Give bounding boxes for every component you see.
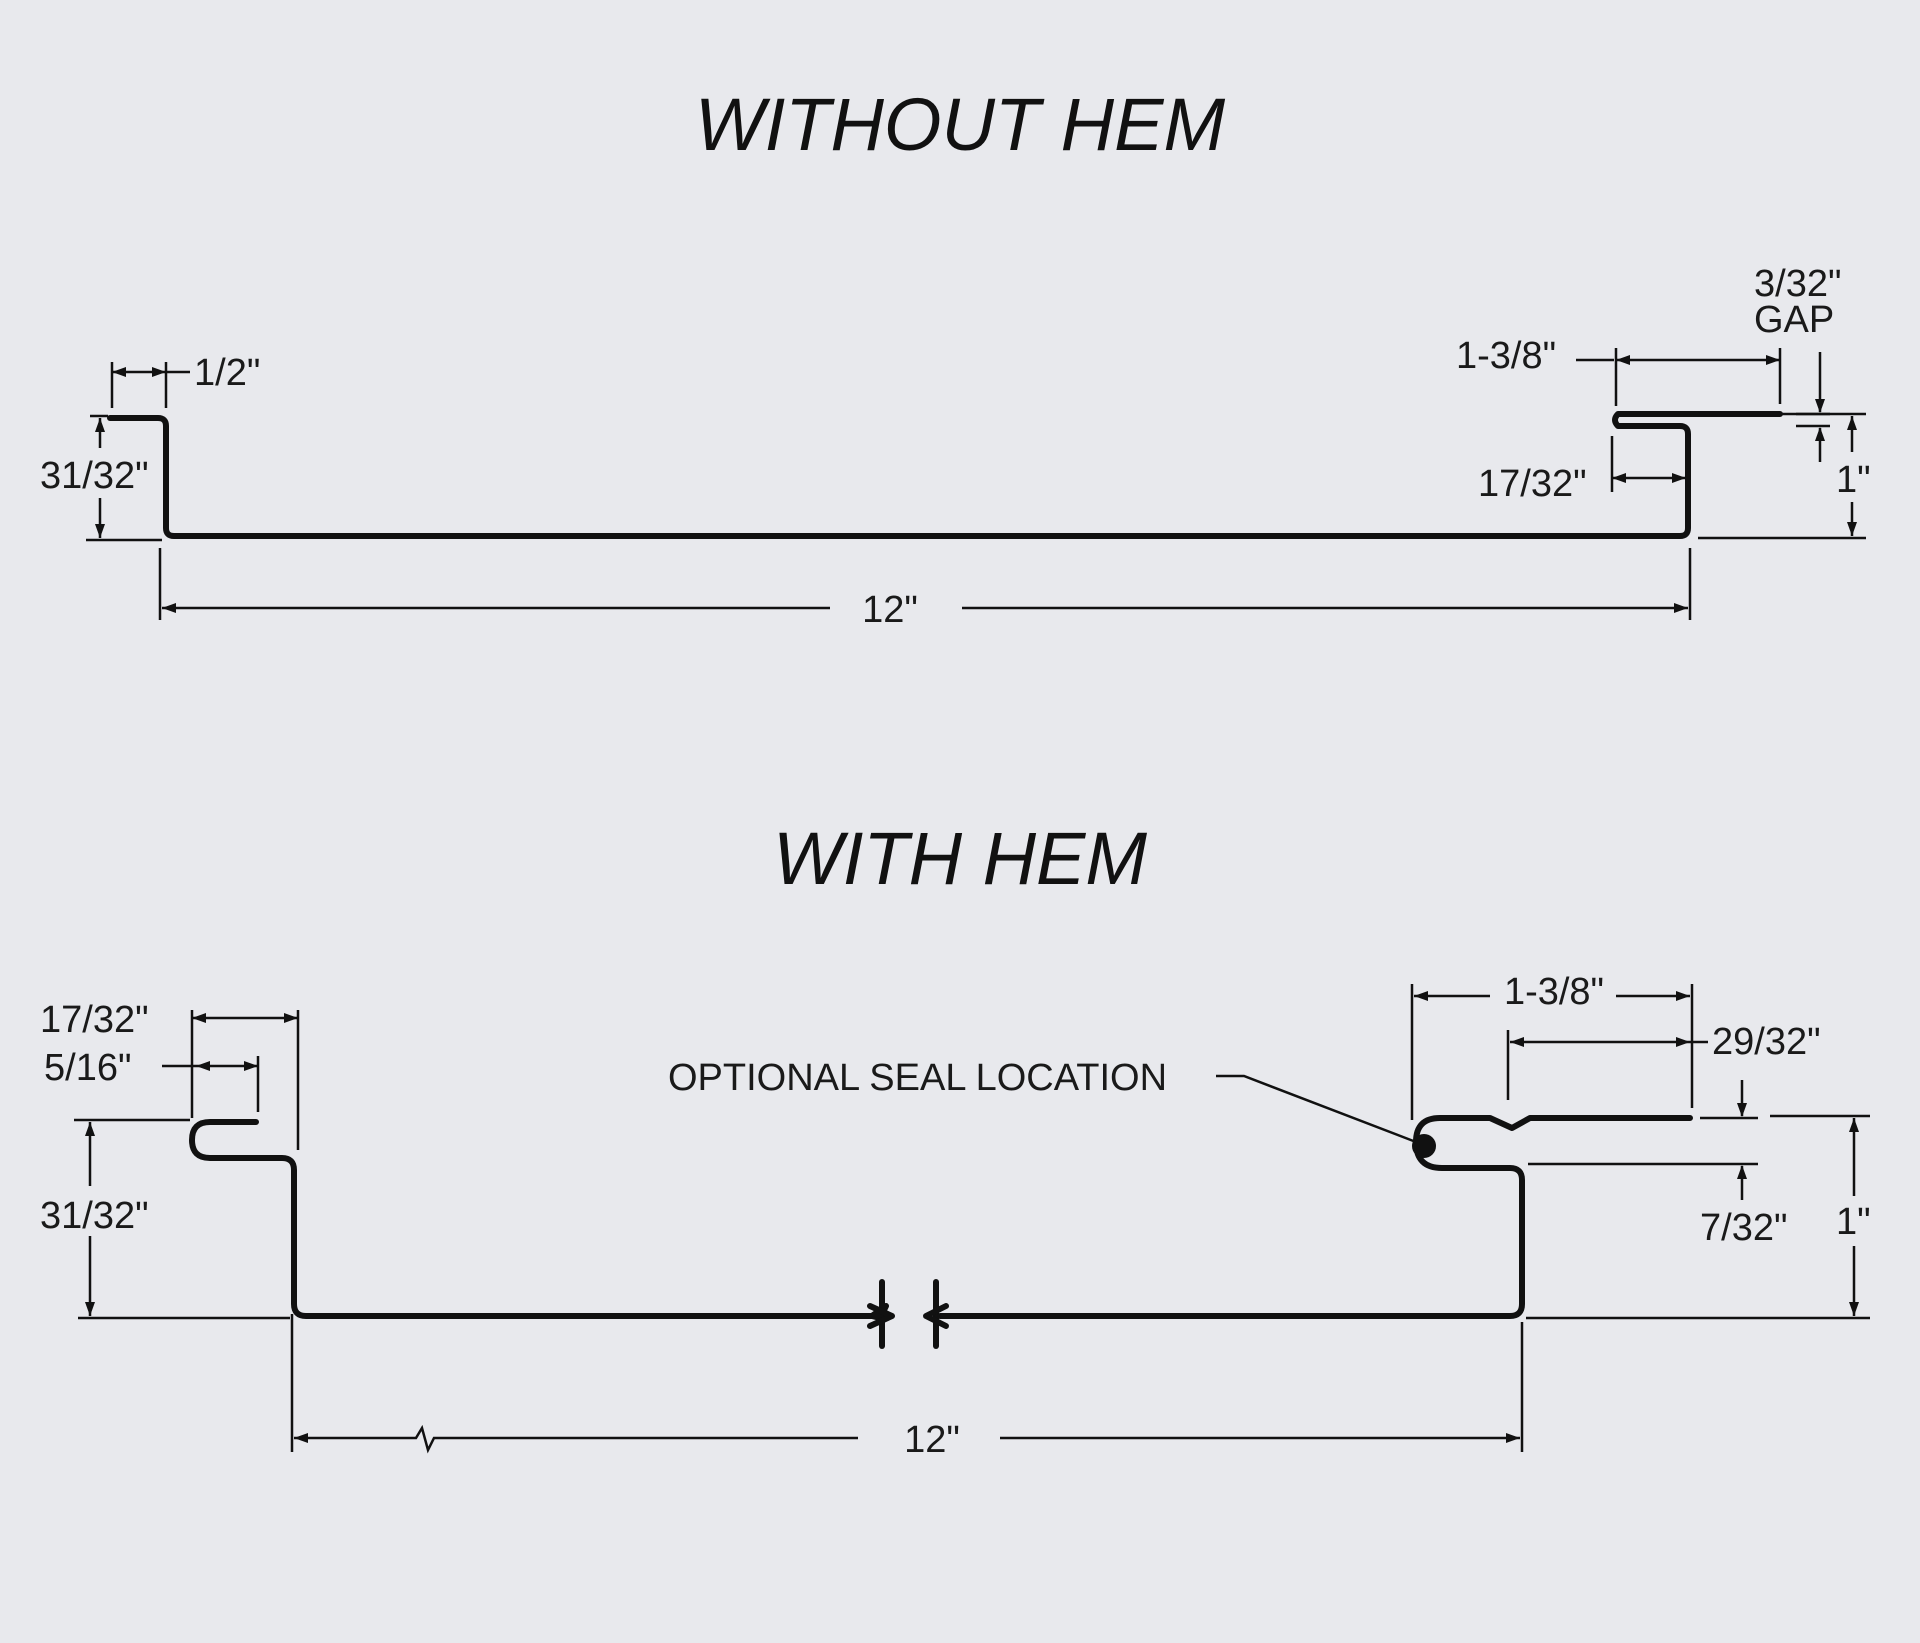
without-hem-leg-width-dim: 1/2"	[110, 352, 260, 408]
without-hem-section: WITHOUT HEM 1/2" 31/32"	[40, 83, 1871, 631]
with-hem-title: WITH HEM	[773, 817, 1147, 900]
with-hem-panel-width-dim: 12"	[290, 1314, 1524, 1461]
with-hem-break-symbol	[867, 1279, 949, 1349]
with-hem-section: WITH HEM 17/32" 5/16"	[40, 817, 1871, 1461]
with-hem-profile-left	[189, 1119, 889, 1321]
without-hem-gap-dim: 3/32" GAP	[1754, 263, 1841, 462]
without-hem-right-inner-dim: 17/32"	[1478, 436, 1686, 505]
seal-dot-icon	[1412, 1134, 1436, 1158]
with-hem-left-top-dim: 17/32"	[40, 999, 300, 1150]
without-hem-panel-width-dim: 12"	[158, 548, 1692, 631]
with-hem-right-gap-dim: 7/32"	[1528, 1080, 1787, 1249]
with-hem-right-height-label: 1"	[1836, 1201, 1871, 1243]
without-hem-profile	[107, 411, 1783, 539]
with-hem-seal-label: OPTIONAL SEAL LOCATION	[668, 1057, 1167, 1099]
with-hem-left-hem-dim: 5/16"	[44, 1047, 260, 1112]
without-hem-gap-value: 3/32"	[1754, 263, 1841, 305]
with-hem-right-inner-label: 29/32"	[1712, 1021, 1821, 1063]
without-hem-right-height-dim: 1"	[1698, 412, 1871, 540]
with-hem-panel-width-label: 12"	[904, 1419, 960, 1461]
without-hem-left-height-label: 31/32"	[40, 455, 149, 497]
with-hem-right-top-dim: 1-3/8"	[1410, 971, 1694, 1120]
without-hem-right-inner-label: 17/32"	[1478, 463, 1587, 505]
with-hem-profile-right	[937, 1115, 1693, 1319]
without-hem-gap-label: GAP	[1754, 299, 1834, 341]
with-hem-seal-callout: OPTIONAL SEAL LOCATION	[668, 1057, 1417, 1144]
without-hem-leg-width-label: 1/2"	[194, 352, 260, 394]
without-hem-right-top-label: 1-3/8"	[1456, 335, 1556, 377]
with-hem-right-top-label: 1-3/8"	[1504, 971, 1604, 1013]
with-hem-right-height-dim: 1"	[1526, 1114, 1871, 1320]
without-hem-right-height-label: 1"	[1836, 459, 1871, 501]
with-hem-right-inner-dim: 29/32"	[1506, 1021, 1821, 1100]
with-hem-right-gap-label: 7/32"	[1700, 1207, 1787, 1249]
with-hem-left-hem-label: 5/16"	[44, 1047, 131, 1089]
without-hem-title: WITHOUT HEM	[695, 83, 1226, 166]
without-hem-right-top-dim: 1-3/8"	[1456, 335, 1782, 406]
without-hem-left-height-dim: 31/32"	[40, 414, 162, 542]
with-hem-left-height-dim: 31/32"	[40, 1118, 290, 1320]
with-hem-left-top-label: 17/32"	[40, 999, 149, 1041]
without-hem-panel-width-label: 12"	[862, 589, 918, 631]
with-hem-left-height-label: 31/32"	[40, 1195, 149, 1237]
